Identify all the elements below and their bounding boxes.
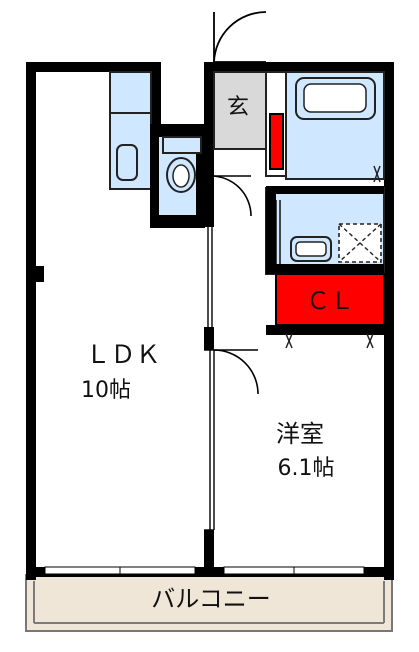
western-room-name-label: 洋室	[276, 420, 324, 448]
sliding-door-opening-upper	[207, 227, 211, 327]
kitchen-sink-icon	[116, 144, 138, 181]
bathtub-icon	[295, 77, 376, 120]
ldk-size-label: 10帖	[81, 378, 131, 403]
closet-bottom-wall	[266, 325, 384, 335]
wall-upper-right	[204, 62, 384, 72]
closet-area	[275, 273, 385, 326]
left-wall-notch	[36, 266, 44, 282]
wall-upper-notch	[151, 62, 161, 152]
entrance-label: 玄	[227, 95, 249, 120]
washbasin-icon	[290, 236, 332, 262]
toilet-icon	[162, 136, 202, 193]
washroom-top-wall	[266, 186, 384, 194]
wall-ldk-left	[26, 62, 36, 580]
wall-room-divider-bottom	[204, 530, 214, 577]
closet-door-mark-left-2	[285, 333, 293, 349]
shoe-storage-icon	[269, 113, 284, 170]
toilet-room-right-wall	[196, 125, 204, 227]
laundry-space-icon	[338, 223, 382, 263]
closet-door-mark-right-2	[366, 333, 374, 349]
washroom-bottom-wall	[266, 264, 384, 274]
western-room-size-label: 6.1帖	[278, 456, 335, 481]
front-door-swing	[213, 11, 267, 63]
wall-ldk-top	[26, 62, 154, 72]
wall-room-divider-top	[204, 327, 214, 350]
washroom-left-wall	[266, 194, 276, 274]
wall-upper-center	[204, 62, 214, 151]
closet-label: ＣＬ	[306, 287, 354, 315]
ldk-name-label: ＬＤＫ	[85, 340, 160, 369]
toilet-room-top-wall	[151, 125, 204, 137]
toilet-room-bottom-wall	[151, 215, 204, 227]
bathroom-door-mark-2	[373, 165, 381, 183]
toilet-room-left-wall	[151, 125, 159, 227]
entrance-area	[213, 71, 267, 150]
balcony-area	[25, 574, 393, 632]
wall-service-left	[204, 151, 214, 227]
balcony-label: バルコニー	[151, 585, 271, 613]
wall-right	[384, 62, 394, 580]
